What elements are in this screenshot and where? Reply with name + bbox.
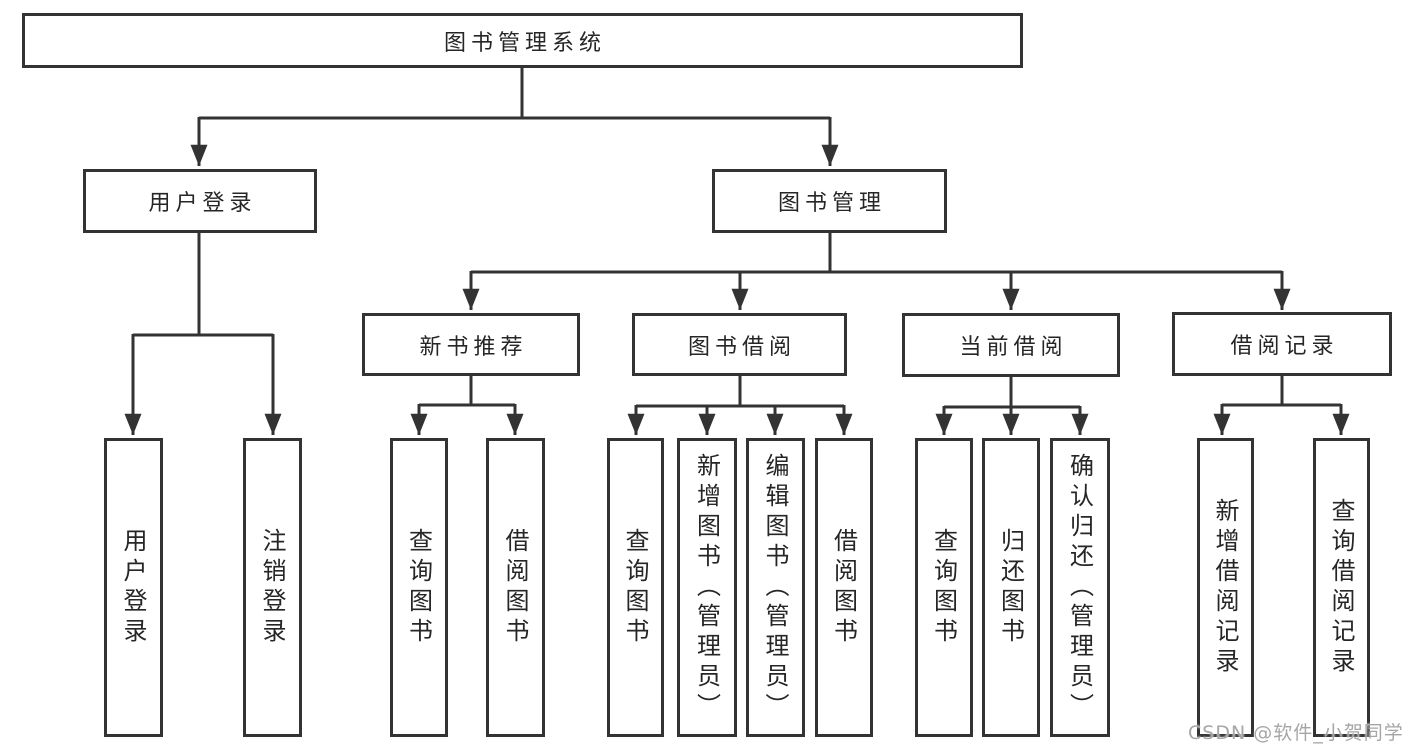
- node-new-book-recommendation: 新书推荐: [362, 313, 580, 376]
- leaf-confirm-return-admin: 确认归还（管理员）: [1050, 438, 1110, 737]
- leaf-label: 借阅图书: [829, 527, 858, 648]
- leaf-query-borrow-record: 查询借阅记录: [1313, 438, 1370, 737]
- node-label: 借阅记录: [1230, 334, 1339, 359]
- leaf-add-book-admin: 新增图书（管理员）: [677, 438, 737, 737]
- node-label: 图书借阅: [687, 334, 796, 360]
- leaf-add-borrow-record: 新增借阅记录: [1197, 438, 1254, 737]
- leaf-label: 注销登录: [258, 527, 286, 648]
- node-label: 当前借阅: [959, 335, 1068, 360]
- leaf-label: 借阅图书: [501, 527, 529, 648]
- leaf-label: 查询图书: [404, 527, 433, 648]
- leaf-query-books-current: 查询图书: [915, 438, 973, 737]
- leaf-edit-book-admin: 编辑图书（管理员）: [746, 438, 805, 737]
- node-book-borrowing: 图书借阅: [632, 313, 847, 376]
- leaf-label: 新增借阅记录: [1211, 497, 1239, 678]
- leaf-logout: 注销登录: [243, 438, 302, 737]
- leaf-borrow-books-recommend: 借阅图书: [486, 438, 545, 737]
- leaf-label: 查询图书: [929, 527, 958, 648]
- leaf-label: 用户登录: [119, 527, 147, 648]
- leaf-query-books-recommend: 查询图书: [390, 438, 448, 737]
- watermark: CSDN @软件_小贺同学: [1188, 722, 1404, 744]
- node-label: 新书推荐: [419, 334, 528, 360]
- leaf-label: 新增图书（管理员）: [692, 452, 721, 723]
- leaf-return-books: 归还图书: [982, 438, 1040, 737]
- node-label: 用户登录: [148, 191, 257, 216]
- leaf-label: 确认归还（管理员）: [1065, 452, 1094, 723]
- node-borrowing-records: 借阅记录: [1172, 312, 1392, 376]
- leaf-user-login: 用户登录: [104, 438, 163, 737]
- leaf-label: 归还图书: [996, 527, 1025, 648]
- leaf-query-books-borrowing: 查询图书: [607, 438, 664, 737]
- node-user-login: 用户登录: [83, 169, 317, 233]
- node-label: 图书管理系统: [443, 30, 606, 56]
- node-current-borrowing: 当前借阅: [902, 313, 1120, 377]
- node-label: 图书管理: [777, 191, 886, 216]
- leaf-label: 编辑图书（管理员）: [761, 452, 789, 723]
- node-book-management: 图书管理: [712, 169, 947, 233]
- leaf-label: 查询图书: [621, 527, 649, 648]
- leaf-borrow-books-borrowing: 借阅图书: [815, 438, 873, 737]
- node-library-management-system: 图书管理系统: [22, 13, 1023, 68]
- leaf-label: 查询借阅记录: [1327, 497, 1355, 678]
